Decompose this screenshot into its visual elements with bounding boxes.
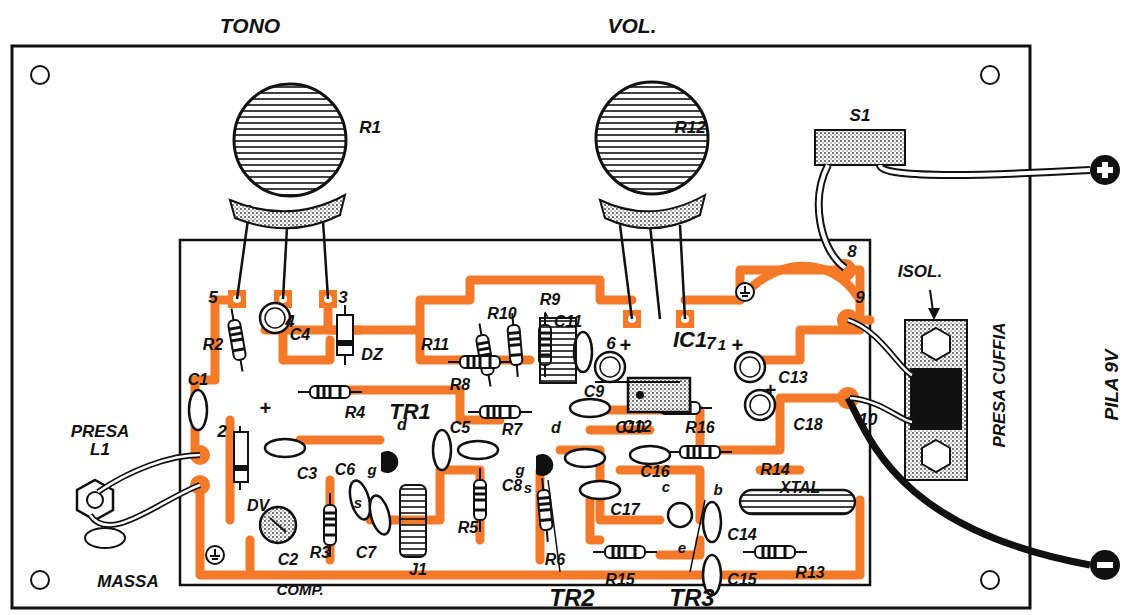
part-label: b [713, 482, 722, 498]
part-label: C4 [290, 327, 310, 344]
part-label: s [354, 495, 362, 511]
part-label: g [515, 462, 524, 478]
part-label: TR2 [549, 585, 594, 610]
part-label: 1 [718, 337, 726, 353]
part-label: C5 [450, 420, 470, 437]
part-label: 9 [855, 289, 864, 307]
part-label: R10 [487, 306, 516, 323]
part-label: 6 [606, 335, 615, 353]
part-label: C15 [727, 572, 756, 589]
part-label: VOL. [607, 15, 656, 37]
part-label: C13 [778, 370, 807, 387]
part-label: COMP. [276, 582, 323, 598]
part-label: C7 [356, 545, 376, 562]
part-label: c [662, 479, 670, 495]
part-label: g [367, 462, 376, 478]
part-label: C3 [297, 466, 317, 483]
part-label: d [551, 420, 561, 437]
part-label: 5 [208, 289, 217, 307]
part-label: TR1 [389, 400, 431, 423]
part-label: C16 [640, 464, 669, 481]
part-label: TONO [220, 15, 280, 37]
part-label: 3 [338, 289, 347, 307]
part-label: IC1 [673, 328, 707, 351]
part-label: d [397, 417, 407, 434]
part-label: R2 [203, 337, 223, 354]
part-label: R9 [540, 292, 560, 309]
part-label: C10 [615, 420, 644, 437]
part-label: C8 [502, 478, 522, 495]
part-label: R3 [310, 545, 330, 562]
part-label: XTAL [780, 480, 821, 497]
part-label: R12 [674, 119, 705, 137]
part-label: C17 [610, 502, 639, 519]
part-label: 8 [847, 243, 856, 261]
part-label: DZ [361, 347, 382, 364]
part-label: PRESA L1 [65, 423, 135, 459]
part-label: J1 [409, 562, 427, 579]
part-label: DV [247, 498, 269, 515]
part-label: R5 [458, 520, 478, 537]
part-label: S1 [850, 107, 871, 125]
part-label: s [524, 480, 532, 496]
part-label: PILA 9V [1102, 349, 1122, 420]
part-label: C2 [278, 552, 298, 569]
part-label: R16 [685, 420, 714, 437]
part-label: ISOL. [898, 263, 942, 281]
part-label: R14 [760, 462, 789, 479]
part-label: C6 [335, 462, 355, 479]
part-label: R4 [345, 405, 365, 422]
part-label: R1 [359, 119, 381, 137]
part-label: C14 [727, 527, 756, 544]
part-label: R7 [502, 422, 522, 439]
part-label: + [731, 335, 743, 356]
part-label: + [259, 398, 271, 419]
part-label: TR3 [669, 585, 714, 610]
part-label: R13 [795, 565, 824, 582]
part-label: R15 [605, 572, 634, 589]
part-label: e [678, 540, 686, 556]
part-label: C11 [554, 314, 582, 331]
part-label: MASSA [97, 573, 158, 591]
part-label: C18 [793, 417, 822, 434]
part-label: 10 [859, 411, 878, 429]
part-label: R8 [450, 377, 470, 394]
part-label: + [619, 335, 631, 356]
part-label: PRESA CUFFIA [991, 323, 1009, 448]
part-label: C9 [584, 384, 604, 401]
part-label: 7 [706, 335, 715, 353]
part-label: + [764, 380, 776, 401]
part-label: C1 [188, 372, 208, 389]
part-label: 2 [217, 423, 226, 441]
part-label: R11 [421, 337, 449, 354]
part-label: R6 [545, 552, 565, 569]
